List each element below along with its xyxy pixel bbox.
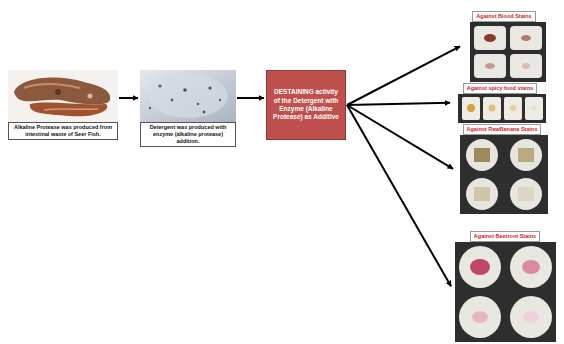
detergent-speck	[203, 111, 206, 114]
stain	[470, 259, 490, 275]
result-label: Against spicy food stains	[463, 83, 538, 94]
stain	[523, 311, 539, 323]
photo-step-box: Alkaline Protease was produced from inte…	[8, 70, 118, 140]
detergent-speck	[149, 107, 151, 109]
petri-dish	[466, 139, 498, 171]
photo-space	[453, 242, 557, 342]
intestine-spot	[88, 94, 93, 99]
photo-space	[462, 22, 546, 82]
stain	[467, 104, 475, 112]
flow-arrow	[347, 46, 460, 105]
stain	[518, 148, 534, 162]
petri-dish	[510, 54, 542, 78]
petri-dish	[510, 246, 552, 288]
result-panel: Against RawBanana Stains	[455, 124, 549, 214]
stain	[522, 63, 530, 69]
beetroot-stain-photo	[455, 242, 556, 342]
spicy-stain-photo	[458, 94, 546, 123]
intestine-spot	[55, 89, 61, 95]
result-label: Against Blood Stains	[472, 11, 535, 22]
photo-step-box: Detergent was produced with enzyme (alka…	[140, 70, 236, 147]
petri-dish	[474, 54, 506, 78]
petri-dish	[525, 97, 543, 120]
detergent-speck	[158, 84, 161, 87]
result-panel: Against Beetroot Stains	[453, 231, 557, 342]
petri-dish	[510, 26, 542, 50]
petri-dish	[474, 26, 506, 50]
process-text: DESTAINING activity of the Detergent wit…	[271, 88, 341, 122]
stain	[474, 187, 490, 201]
petri-dish	[510, 296, 552, 338]
stain	[532, 106, 537, 111]
intestine-shape	[14, 77, 110, 104]
photo-ground	[455, 242, 556, 342]
stain	[510, 105, 516, 111]
process-box: DESTAINING activity of the Detergent wit…	[266, 70, 346, 140]
fish-intestine-photo	[8, 70, 118, 122]
banana-stain-photo	[460, 135, 548, 214]
detergent-speck	[197, 103, 200, 106]
detergent-speck	[171, 99, 174, 102]
detergent-bowl	[148, 74, 228, 118]
petri-dish	[504, 97, 522, 120]
stain	[521, 35, 531, 41]
stain	[522, 260, 540, 274]
photo-ground	[458, 94, 546, 123]
petri-dish	[466, 178, 498, 210]
petri-dish	[462, 97, 480, 120]
result-panel: Against Blood Stains	[462, 11, 546, 82]
intestine-highlight	[24, 84, 80, 88]
photo-ground	[140, 70, 236, 122]
caption-text: Alkaline Protease was produced from inte…	[8, 122, 118, 140]
flow-arrow	[347, 105, 453, 169]
petri-dish	[510, 178, 542, 210]
detergent-speck	[219, 99, 221, 101]
detergent-speck	[208, 86, 211, 89]
photo-ground	[470, 22, 546, 82]
blood-stain-photo	[470, 22, 546, 82]
photo-ground	[460, 135, 548, 214]
stain	[472, 311, 488, 323]
result-panel: Against spicy food stains	[452, 83, 548, 123]
photo-ground	[8, 70, 118, 122]
intestine-highlight	[44, 109, 98, 110]
result-label: Against Beetroot Stains	[470, 231, 540, 242]
detergent-speck	[183, 88, 187, 92]
stain	[489, 105, 496, 112]
petri-dish	[510, 139, 542, 171]
petri-dish	[459, 246, 501, 288]
petri-dish	[459, 296, 501, 338]
flow-arrow	[119, 97, 138, 99]
photo-space	[452, 94, 548, 123]
stain	[518, 187, 534, 201]
intestine-shape	[30, 103, 107, 117]
flow-arrow	[237, 97, 264, 99]
flow-arrow	[347, 105, 451, 286]
stain	[474, 148, 490, 162]
caption-text: Detergent was produced with enzyme (alka…	[140, 122, 236, 147]
stain	[485, 63, 495, 69]
stain	[484, 34, 496, 42]
detergent-photo	[140, 70, 236, 122]
result-label: Against RawBanana Stains	[463, 124, 542, 135]
flow-arrow	[347, 103, 450, 105]
petri-dish	[483, 97, 501, 120]
process-text-group: DESTAINING activity of the Detergent wit…	[271, 88, 341, 122]
photo-space	[455, 135, 549, 214]
